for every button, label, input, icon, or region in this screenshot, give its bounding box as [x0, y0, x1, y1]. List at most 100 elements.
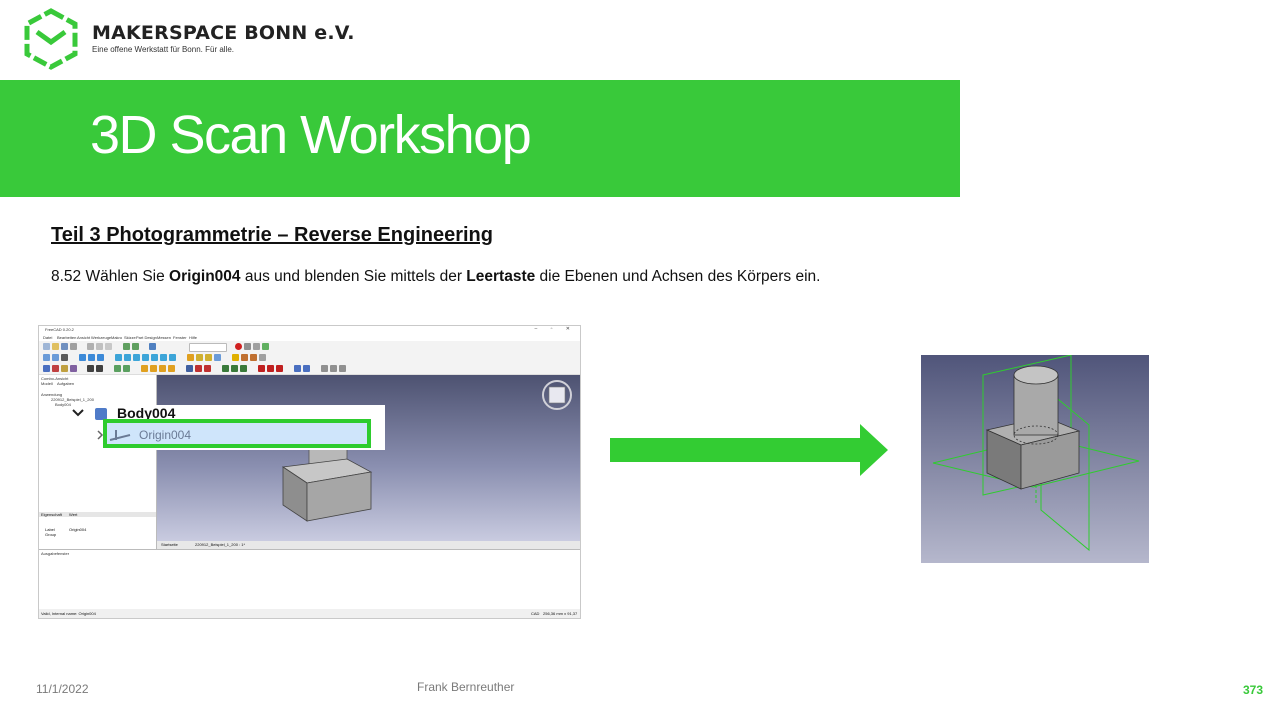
instruction-prefix: 8.52 Wählen Sie — [51, 268, 170, 285]
mirror-icon[interactable] — [186, 365, 193, 372]
measure-angular-icon[interactable] — [330, 365, 337, 372]
menu-item[interactable]: Messen — [157, 335, 172, 340]
left-view-icon[interactable] — [169, 354, 176, 361]
forward-icon[interactable] — [88, 354, 95, 361]
tab-model[interactable]: Modell — [41, 381, 53, 386]
thickness-icon[interactable] — [168, 365, 175, 372]
measure-clear-icon[interactable] — [339, 365, 346, 372]
primitive-cylinder-icon[interactable] — [267, 365, 274, 372]
linear-pattern-icon[interactable] — [195, 365, 202, 372]
undo-icon[interactable] — [123, 343, 130, 350]
navigation-cube-icon[interactable] — [542, 380, 572, 410]
origin-icon — [97, 430, 131, 441]
3d-viewport[interactable] — [157, 375, 580, 541]
edit-sketch-icon[interactable] — [250, 354, 257, 361]
top-view-icon[interactable] — [133, 354, 140, 361]
back-icon[interactable] — [79, 354, 86, 361]
menu-item[interactable]: Werkzeuge — [91, 335, 112, 340]
draw-style-icon[interactable] — [61, 354, 68, 361]
status-nav-style[interactable]: CAD — [531, 611, 540, 616]
body-icon[interactable] — [232, 354, 239, 361]
revolution-icon[interactable] — [61, 365, 68, 372]
workbench-select[interactable] — [189, 343, 227, 352]
tree-origin-label[interactable]: Origin004 — [139, 428, 192, 442]
org-tagline: Eine offene Werkstatt für Bonn. Für alle… — [92, 45, 234, 54]
menu-item[interactable]: Bearbeiten — [57, 335, 77, 340]
sketch-icon[interactable] — [241, 354, 248, 361]
macro-icon[interactable] — [253, 343, 260, 350]
document-tabs: Startseite 220912_Beispiel_1_200 : 1* — [157, 541, 580, 549]
polyline-icon[interactable] — [96, 365, 103, 372]
paste-icon[interactable] — [105, 343, 112, 350]
run-macro-icon[interactable] — [262, 343, 269, 350]
validate-sketch-icon[interactable] — [259, 354, 266, 361]
front-view-icon[interactable] — [124, 354, 131, 361]
copy-icon[interactable] — [96, 343, 103, 350]
selected-origin-row[interactable] — [103, 419, 371, 448]
window-controls[interactable]: – ▫ ✕ — [534, 326, 576, 332]
property-col-value: Wert — [69, 512, 78, 517]
group-icon[interactable] — [205, 354, 212, 361]
org-name: MAKERSPACE BONN e.V. — [92, 22, 355, 44]
record-macro-icon[interactable] — [235, 343, 242, 350]
boolean-icon[interactable] — [222, 365, 229, 372]
fillet-icon[interactable] — [141, 365, 148, 372]
tree-body-label[interactable]: Body004 — [117, 405, 176, 421]
rear-view-icon[interactable] — [151, 354, 158, 361]
menu-item[interactable]: Skizze — [124, 335, 136, 340]
isometric-icon[interactable] — [115, 354, 122, 361]
menu-item[interactable]: Fenster — [173, 335, 187, 340]
view-menu-icon[interactable] — [97, 354, 104, 361]
instruction-text: 8.52 Wählen Sie Origin004 aus und blende… — [51, 268, 820, 286]
measure-icon[interactable] — [187, 354, 194, 361]
chamfer-icon[interactable] — [150, 365, 157, 372]
chevron-down-icon[interactable] — [72, 409, 84, 417]
primitive-cone-icon[interactable] — [294, 365, 301, 372]
measure-linear-icon[interactable] — [321, 365, 328, 372]
menu-item[interactable]: Ansicht — [77, 335, 91, 340]
redo-icon[interactable] — [132, 343, 139, 350]
print-icon[interactable] — [70, 343, 77, 350]
cut-icon[interactable] — [87, 343, 94, 350]
draft-icon[interactable] — [159, 365, 166, 372]
cut-tool-icon[interactable] — [231, 365, 238, 372]
pocket-icon[interactable] — [52, 365, 59, 372]
instruction-suffix: die Ebenen und Achsen des Körpers ein. — [535, 268, 821, 285]
pad-icon[interactable] — [43, 365, 50, 372]
menu-item[interactable]: Datei — [43, 335, 53, 340]
part-icon[interactable] — [196, 354, 203, 361]
refresh-icon[interactable] — [149, 343, 156, 350]
right-view-icon[interactable] — [142, 354, 149, 361]
tab-tasks[interactable]: Aufgaben — [57, 381, 75, 386]
datum-plane-icon[interactable] — [114, 365, 121, 372]
new-file-icon[interactable] — [43, 343, 50, 350]
zoom-icon[interactable] — [52, 354, 59, 361]
tab-start-page[interactable]: Startseite — [161, 542, 178, 547]
open-file-icon[interactable] — [52, 343, 59, 350]
primitive-box-icon[interactable] — [258, 365, 265, 372]
datum-line-icon[interactable] — [123, 365, 130, 372]
tab-document[interactable]: 220912_Beispiel_1_200 : 1* — [195, 542, 246, 547]
page-number: 373 — [1243, 683, 1264, 697]
tree-expand-arrows — [72, 408, 107, 420]
property-label-value[interactable]: Origin004 — [69, 527, 87, 532]
bottom-view-icon[interactable] — [160, 354, 167, 361]
menu-item[interactable]: Makro — [111, 335, 123, 340]
primitive-sphere-icon[interactable] — [276, 365, 283, 372]
fuse-icon[interactable] — [240, 365, 247, 372]
tree-document[interactable]: 220912_Beispiel_1_200 — [51, 397, 94, 402]
menu-item[interactable]: Part Design — [136, 335, 157, 340]
stop-macro-icon[interactable] — [244, 343, 251, 350]
save-icon[interactable] — [61, 343, 68, 350]
menu-bar: Datei Bearbeiten Ansicht Werkzeuge Makro… — [39, 334, 580, 341]
tree-body[interactable]: Body004 — [55, 402, 71, 407]
menu-item[interactable]: Hilfe — [189, 335, 198, 340]
groove-icon[interactable] — [70, 365, 77, 372]
polar-pattern-icon[interactable] — [204, 365, 211, 372]
tree-root[interactable]: Anwendung — [41, 392, 63, 397]
primitive-torus-icon[interactable] — [303, 365, 310, 372]
view-fit-icon[interactable] — [43, 354, 50, 361]
link-icon[interactable] — [214, 354, 221, 361]
line-icon[interactable] — [87, 365, 94, 372]
right-arrow-icon — [610, 424, 888, 476]
